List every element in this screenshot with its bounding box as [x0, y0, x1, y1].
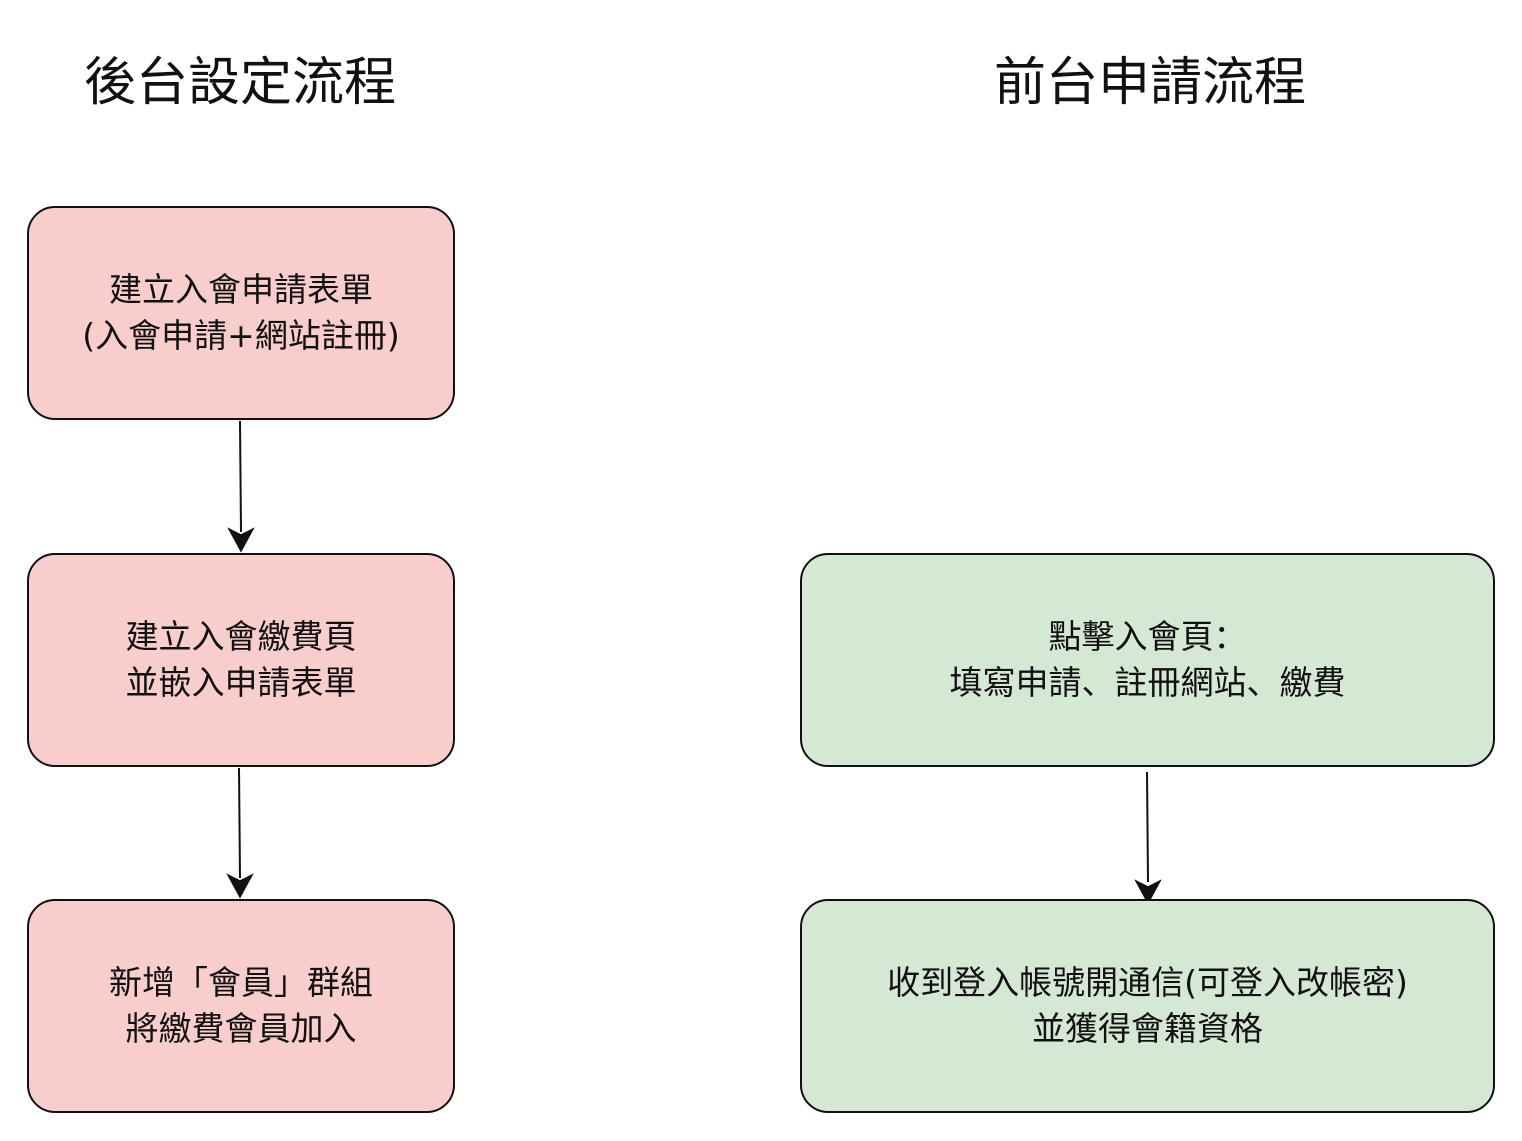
arrowhead-b3 — [226, 873, 254, 899]
step-label-line1: 收到登入帳號開通信(可登入改帳密) — [887, 963, 1408, 1002]
arrow-f1-to-f2 — [1146, 771, 1149, 883]
frontend-step-join-page: 點擊入會頁： 填寫申請、註冊網站、繳費 — [800, 553, 1495, 767]
backend-step-create-payment-page: 建立入會繳費頁 並嵌入申請表單 — [27, 553, 455, 767]
step-label-line1: 建立入會申請表單 — [109, 270, 373, 309]
frontend-flow-title: 前台申請流程 — [993, 53, 1306, 113]
step-label-line2: 並嵌入申請表單 — [125, 663, 357, 702]
step-label-line2: 將繳費會員加入 — [125, 1009, 357, 1048]
arrowhead-b2 — [227, 527, 255, 553]
frontend-step-receive-activation: 收到登入帳號開通信(可登入改帳密) 並獲得會籍資格 — [800, 899, 1495, 1113]
backend-step-create-application-form: 建立入會申請表單 (入會申請+網站註冊) — [27, 206, 455, 420]
step-label-line2: (入會申請+網站註冊) — [82, 316, 400, 355]
step-label-line1: 點擊入會頁： — [1048, 617, 1247, 656]
step-label-line1: 建立入會繳費頁 — [125, 617, 357, 656]
step-label-line1: 新增「會員」群組 — [109, 963, 373, 1002]
step-label-line2: 並獲得會籍資格 — [1032, 1009, 1263, 1048]
backend-step-add-member-group: 新增「會員」群組 將繳費會員加入 — [27, 899, 455, 1113]
backend-flow-title: 後台設定流程 — [83, 53, 396, 113]
arrow-b2-to-b3 — [238, 767, 241, 879]
arrow-b1-to-b2 — [239, 420, 242, 533]
step-label-line2: 填寫申請、註冊網站、繳費 — [949, 663, 1346, 702]
